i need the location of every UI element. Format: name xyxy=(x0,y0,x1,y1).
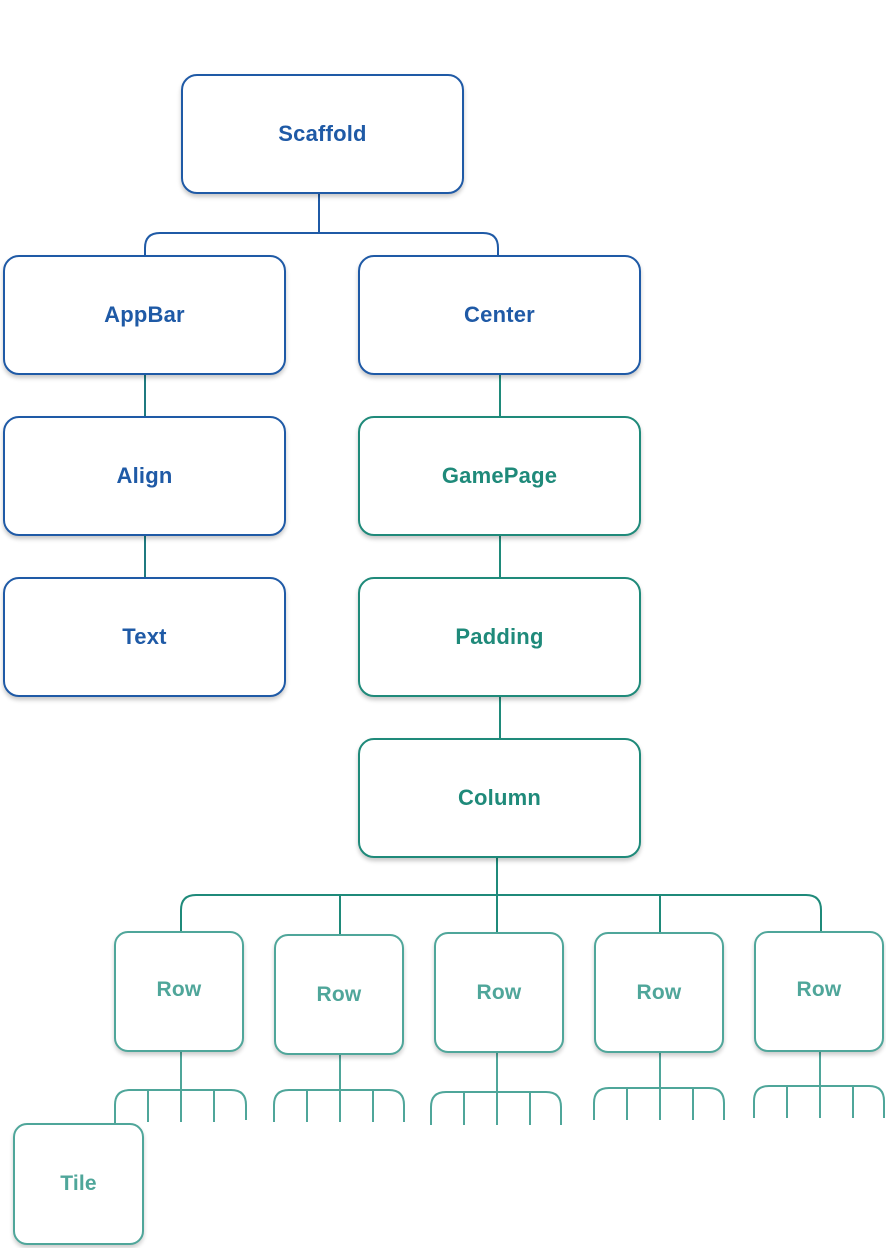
node-label: Align xyxy=(116,463,173,488)
row-fans xyxy=(114,1051,885,1125)
node-label: Column xyxy=(457,785,542,810)
node-label: Center xyxy=(464,302,535,327)
node-label: Padding xyxy=(455,624,544,649)
scaffold-branch xyxy=(144,194,499,256)
node-column: Column xyxy=(358,738,641,858)
node-label: Row xyxy=(316,982,362,1006)
node-row: Row xyxy=(754,931,884,1052)
node-padding: Padding xyxy=(358,577,641,697)
node-label: Row xyxy=(156,977,202,1001)
node-label: Tile xyxy=(60,1172,97,1195)
node-row: Row xyxy=(274,934,404,1055)
node-label: Row xyxy=(476,980,522,1004)
node-appbar: AppBar xyxy=(3,255,286,375)
node-label: Text xyxy=(122,624,167,649)
node-label: GamePage xyxy=(441,463,558,488)
column-branch xyxy=(180,857,822,934)
node-row: Row xyxy=(114,931,244,1052)
node-align: Align xyxy=(3,416,286,536)
node-scaffold: Scaffold xyxy=(181,74,464,194)
node-text: Text xyxy=(3,577,286,697)
node-label: Scaffold xyxy=(278,121,367,146)
node-tile: Tile xyxy=(13,1123,144,1245)
node-row: Row xyxy=(434,932,564,1053)
node-label: AppBar xyxy=(104,302,185,327)
node-label: Row xyxy=(636,980,682,1004)
node-gamepage: GamePage xyxy=(358,416,641,536)
node-row: Row xyxy=(594,932,724,1053)
node-label: Row xyxy=(796,977,842,1001)
node-center: Center xyxy=(358,255,641,375)
